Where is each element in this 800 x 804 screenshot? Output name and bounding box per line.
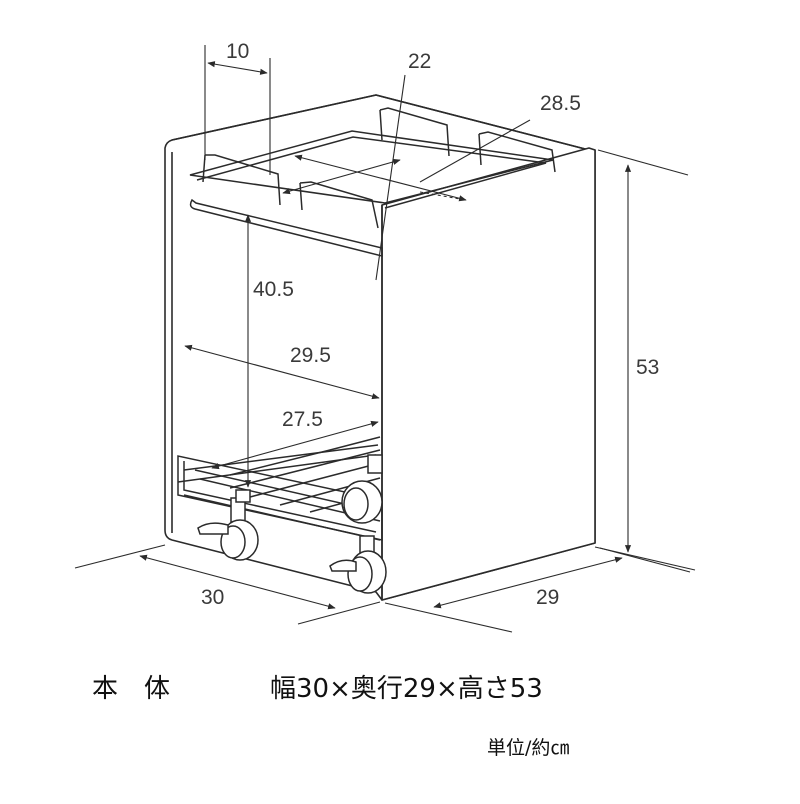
unit-note: 単位/約㎝ bbox=[487, 737, 570, 759]
dim-top-width: 28.5 bbox=[540, 92, 581, 115]
dim-total-depth: 29 bbox=[536, 586, 559, 609]
casters bbox=[197, 454, 387, 594]
top-back-guard-1 bbox=[379, 107, 450, 157]
dim-total-height: 53 bbox=[636, 356, 659, 379]
dim-bottom-shelf-width: 27.5 bbox=[282, 408, 323, 431]
caster-front-right bbox=[329, 535, 387, 594]
dim-top-depth: 22 bbox=[408, 50, 431, 73]
spec-text: 幅30×奥行29×高さ53 bbox=[270, 674, 543, 704]
top-back-guard-2 bbox=[478, 131, 556, 173]
panel-top-edge bbox=[171, 94, 590, 151]
caster-front-left bbox=[197, 497, 259, 561]
bottom-front-rail bbox=[183, 494, 381, 541]
caster-back-left bbox=[235, 489, 251, 503]
top-front-rail bbox=[189, 198, 383, 257]
dim-total-width: 30 bbox=[201, 586, 224, 609]
dimension-lines bbox=[74, 45, 696, 633]
dim-inner-height: 40.5 bbox=[253, 278, 294, 301]
spec-label: 本 体 bbox=[92, 674, 171, 704]
spec-line: 本 体 幅30×奥行29×高さ53 bbox=[92, 668, 543, 705]
dim-guard-width: 10 bbox=[226, 40, 249, 63]
dim-inner-width: 29.5 bbox=[290, 344, 331, 367]
right-front-panel bbox=[381, 147, 596, 601]
